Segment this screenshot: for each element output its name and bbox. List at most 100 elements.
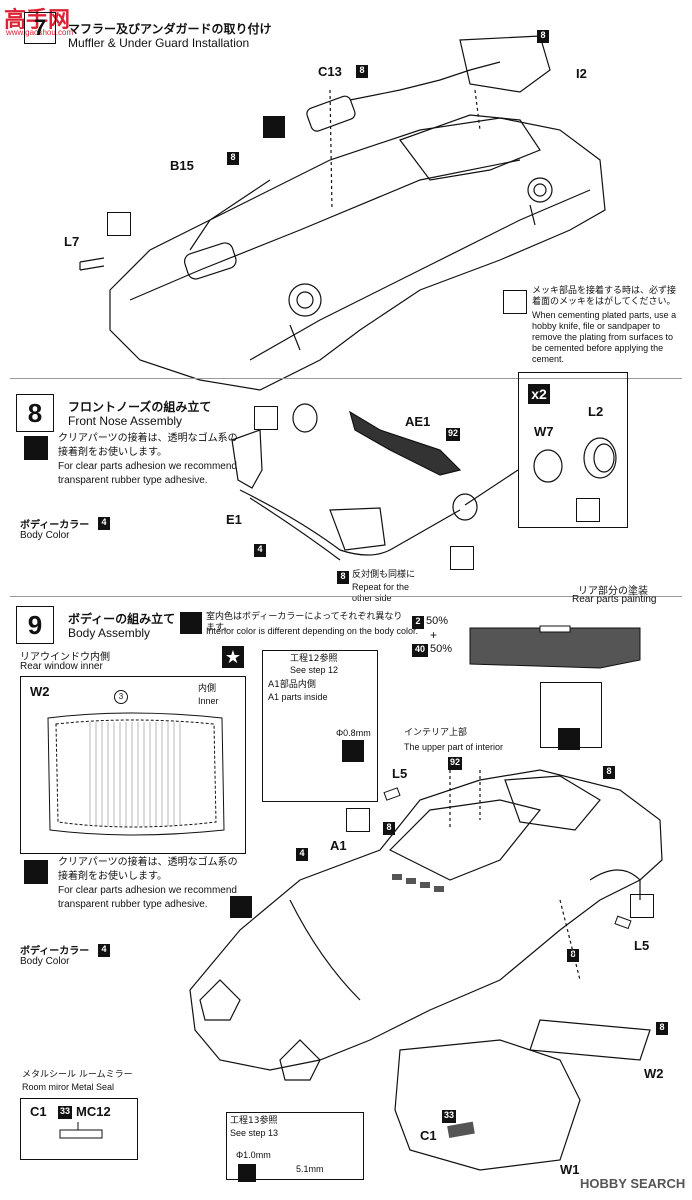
part-c1-label: C1	[420, 1128, 437, 1143]
scrape-plating-icon	[503, 290, 527, 314]
c1-code: 33	[442, 1110, 456, 1123]
cement-icon-8b	[450, 546, 474, 570]
part-c13-label: C13	[318, 64, 342, 79]
cement-icon-8a	[254, 406, 278, 430]
mix-code-2: 40	[412, 644, 428, 657]
code-8-bottom: 8	[656, 1022, 668, 1035]
step8-body-color-jp: ボディーカラー	[20, 520, 90, 531]
step8-title-en: Front Nose Assembly	[68, 414, 183, 428]
repeat-color-code: 8	[337, 571, 349, 584]
rear-paint-en: Rear parts painting	[572, 594, 657, 605]
inner-en: Inner	[198, 696, 219, 706]
lens-inset-box	[518, 372, 628, 528]
paint-brush-icon	[180, 612, 202, 634]
seal-jp: メタルシール ルームミラー	[22, 1070, 133, 1080]
rear-window-jp: リアウインドウ内側	[20, 652, 110, 663]
step7-number: 7	[24, 12, 56, 44]
part-a1-label: A1	[330, 838, 347, 853]
part-ae1-label: AE1	[405, 414, 431, 429]
code-8-right: 8	[603, 766, 615, 779]
drill-icon-3	[238, 1164, 256, 1182]
seal-c1: C1	[30, 1104, 47, 1119]
step12-ref-jp: 工程12参照	[290, 654, 338, 664]
mix-plus: +	[430, 628, 438, 642]
dim-08: Φ0.8mm	[336, 728, 371, 738]
part-l2-label: L2	[588, 404, 604, 419]
cement-icon-8c	[576, 498, 600, 522]
clear-glue-icon-2	[24, 860, 48, 884]
b15-color-code: 8	[227, 152, 239, 165]
watermark-url: www.gaoshou.com	[6, 28, 74, 37]
ae1-color-code: 92	[446, 428, 460, 441]
l5-top-code: 8	[383, 822, 395, 835]
step8-title-jp: フロントノーズの組み立て	[68, 400, 212, 414]
step9-body-color-code: 4	[98, 944, 110, 957]
star-icon: ★	[222, 646, 244, 668]
a1-inside-jp: A1部品内側	[268, 680, 316, 690]
rear-window-box	[20, 676, 246, 854]
cement-icon	[107, 212, 131, 236]
mix-pct-2: 50%	[430, 643, 453, 655]
step8-body-color-code: 4	[98, 517, 110, 530]
part-i2-label: I2	[576, 66, 587, 81]
clear-glue-icon	[24, 436, 48, 460]
drill-icon	[342, 740, 364, 762]
step13-ref-box	[226, 1112, 364, 1180]
interior-top-en: The upper part of interior	[404, 742, 504, 752]
seal-box	[20, 1098, 138, 1160]
part-w2-label: W2	[644, 1066, 664, 1081]
part-w7-label: W7	[534, 424, 554, 439]
step12-ref-box	[262, 650, 378, 802]
step9-clear-en: For clear parts adhesion we recommend tr…	[58, 885, 237, 910]
repeat-jp: 反対側も同様に	[352, 570, 416, 580]
mix-pct-1: 50%	[426, 615, 449, 627]
rear-window-en: Rear window inner	[20, 661, 103, 672]
step9-body-color-jp: ボディーカラー	[20, 946, 90, 957]
step12-ref-en: See step 12	[290, 665, 339, 675]
step9-body-color-en: Body Color	[20, 956, 70, 967]
step8-body-color-en: Body Color	[20, 530, 70, 541]
watermark-bottom: HOBBY SEARCH	[580, 1176, 686, 1191]
plated-part-icon	[263, 116, 285, 138]
interior-code: 92	[448, 757, 462, 770]
step7-title-jp: マフラー及びアンダガードの取り付け	[68, 22, 272, 36]
divider-2	[10, 596, 682, 597]
dim-10: Φ1.0mm	[236, 1150, 271, 1160]
a1-color-code: 4	[296, 848, 308, 861]
plated-part-icon-2	[558, 728, 580, 750]
step9-number: 9	[16, 606, 54, 644]
interior-top-jp: インテリア上部	[404, 728, 468, 738]
step8-clear-jp: クリアパーツの接着は、透明なゴム系の接着剤をお使いします。	[58, 433, 238, 458]
step9-title-en: Body Assembly	[68, 626, 151, 640]
cement-icon-9b	[630, 894, 654, 918]
part-w1-label: W1	[560, 1162, 580, 1177]
rear-window-part-label: W2	[30, 684, 50, 699]
seal-code: 33	[58, 1106, 72, 1119]
repeat-en: Repeat for the other side	[352, 582, 410, 603]
step13-ref-jp: 工程13参照	[230, 1116, 278, 1126]
step7-note-en: When cementing plated parts, use a hobby…	[532, 310, 677, 364]
step13-ref-en: See step 13	[230, 1128, 279, 1138]
mix-code-1: 2	[412, 616, 424, 629]
part-l5-right-label: L5	[634, 938, 650, 953]
rear-paint-jp: リア部分の塗装	[578, 586, 648, 597]
seal-en: Room miror Metal Seal	[22, 1082, 115, 1092]
part-b15-label: B15	[170, 158, 194, 173]
c13-color-code: 8	[356, 65, 368, 78]
e1-color-code: 4	[254, 544, 266, 557]
seal-mc12: MC12	[76, 1104, 111, 1119]
drill-icon-2	[230, 896, 252, 918]
a1-inside-en: A1 parts inside	[268, 692, 328, 702]
window-code: 3	[114, 690, 128, 704]
step7-title-en: Muffler & Under Guard Installation	[68, 36, 250, 50]
quantity-badge: x2	[528, 384, 550, 404]
step7-note-jp: メッキ部品を接着する時は、必ず接着面のメッキをはがしてください。	[532, 286, 677, 307]
divider-1	[10, 378, 682, 379]
cement-icon-9a	[346, 808, 370, 832]
inner-jp: 内側	[198, 684, 217, 694]
